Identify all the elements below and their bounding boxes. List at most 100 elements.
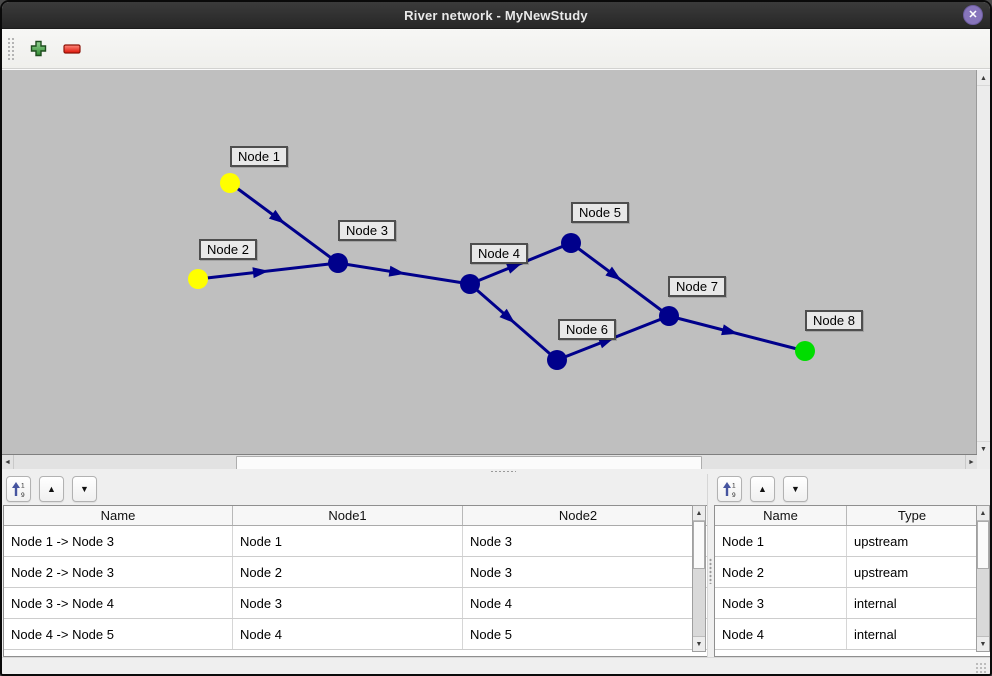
reaches-table-scrollbar[interactable]: ▲ ▼ xyxy=(692,505,706,652)
node-label[interactable]: Node 1 xyxy=(230,146,288,167)
column-header[interactable]: Name xyxy=(4,506,233,525)
plus-icon xyxy=(30,40,46,57)
scroll-left-icon[interactable]: ◄ xyxy=(2,455,14,469)
svg-text:1: 1 xyxy=(21,482,25,489)
node-label[interactable]: Node 2 xyxy=(199,239,257,260)
table-row-partial xyxy=(4,650,707,656)
status-bar xyxy=(2,657,990,674)
scroll-up-icon[interactable]: ▲ xyxy=(977,506,989,521)
horizontal-scroll-thumb[interactable] xyxy=(236,456,702,470)
edge-arrow-icon xyxy=(388,265,406,277)
scroll-thumb[interactable] xyxy=(693,521,705,569)
river-node[interactable] xyxy=(547,350,567,370)
sort-ascending-icon: 1 9 xyxy=(723,481,736,498)
river-edge[interactable] xyxy=(337,261,471,286)
scroll-thumb[interactable] xyxy=(977,521,989,569)
sort-button[interactable]: 1 9 xyxy=(6,476,31,502)
sort-button[interactable]: 1 9 xyxy=(717,476,742,502)
table-cell: Node 4 xyxy=(470,595,512,611)
river-edge[interactable] xyxy=(197,261,339,281)
canvas-vertical-scrollbar[interactable]: ▲ ▼ xyxy=(976,70,990,456)
river-node[interactable] xyxy=(659,306,679,326)
column-header[interactable]: Node1 xyxy=(233,506,463,525)
add-node-button[interactable] xyxy=(24,35,52,63)
canvas-area: Node 1 Node 2 Node 3 Node 4 Node 5 Node 6 Node… xyxy=(2,69,990,470)
table-row[interactable]: Node 3 internal xyxy=(715,588,990,619)
table-cell: Node 3 xyxy=(233,588,463,618)
horizontal-splitter[interactable] xyxy=(2,469,990,474)
table-cell: Node 4 xyxy=(715,619,847,649)
scroll-right-icon[interactable]: ► xyxy=(965,455,977,469)
scroll-down-icon[interactable]: ▼ xyxy=(693,636,705,651)
table-cell: upstream xyxy=(854,533,909,549)
canvas-horizontal-scrollbar[interactable]: ◄ ► xyxy=(2,454,977,470)
table-cell: Node 1 xyxy=(233,526,463,556)
scroll-down-icon[interactable]: ▼ xyxy=(977,636,989,651)
river-node[interactable] xyxy=(795,341,815,361)
table-row[interactable]: Node 2 upstream xyxy=(715,557,990,588)
river-edge[interactable] xyxy=(570,241,670,318)
node-label[interactable]: Node 8 xyxy=(805,310,863,331)
river-node[interactable] xyxy=(460,274,480,294)
resize-grip-icon[interactable] xyxy=(975,662,987,673)
nodes-table-scrollbar[interactable]: ▲ ▼ xyxy=(976,505,990,652)
nodes-toolbar: 1 9 ▲ ▼ xyxy=(713,474,990,505)
table-cell: internal xyxy=(854,626,897,642)
table-cell: upstream xyxy=(854,564,909,580)
table-row[interactable]: Node 1 upstream xyxy=(715,526,990,557)
node-label[interactable]: Node 6 xyxy=(558,319,616,340)
vertical-splitter[interactable] xyxy=(707,474,713,657)
node-label[interactable]: Node 5 xyxy=(571,202,629,223)
move-up-button[interactable]: ▲ xyxy=(750,476,775,502)
river-edge[interactable] xyxy=(469,282,558,362)
sort-ascending-icon: 1 9 xyxy=(12,481,25,498)
table-cell: Node 3 xyxy=(715,588,847,618)
remove-node-button[interactable] xyxy=(58,35,86,63)
reaches-toolbar: 1 9 ▲ ▼ xyxy=(2,474,707,505)
table-row[interactable]: Node 4 internal xyxy=(715,619,990,650)
table-cell: Node 3 xyxy=(470,564,512,580)
table-cell: Node 5 xyxy=(470,626,512,642)
scroll-up-icon[interactable]: ▲ xyxy=(693,506,705,521)
column-header[interactable]: Node2 xyxy=(558,508,598,523)
river-node[interactable] xyxy=(188,269,208,289)
river-edge[interactable] xyxy=(668,314,806,353)
edge-arrow-icon xyxy=(505,262,523,274)
edge-arrow-icon xyxy=(268,209,286,224)
column-header[interactable]: Type xyxy=(897,508,927,523)
table-cell: internal xyxy=(854,595,897,611)
close-button[interactable]: ✕ xyxy=(963,5,983,25)
splitter-grip-icon xyxy=(709,558,712,584)
titlebar[interactable]: River network - MyNewStudy ✕ xyxy=(2,2,990,29)
table-cell: Node 4 -> Node 5 xyxy=(4,619,233,649)
move-up-button[interactable]: ▲ xyxy=(39,476,64,502)
node-label[interactable]: Node 7 xyxy=(668,276,726,297)
river-edge[interactable] xyxy=(229,181,339,265)
scroll-down-icon[interactable]: ▼ xyxy=(977,441,990,456)
node-label[interactable]: Node 4 xyxy=(470,243,528,264)
triangle-up-icon: ▲ xyxy=(47,484,56,494)
table-cell: Node 1 xyxy=(715,526,847,556)
column-header[interactable]: Name xyxy=(715,506,847,525)
scroll-up-icon[interactable]: ▲ xyxy=(977,71,990,86)
edge-arrow-icon xyxy=(499,308,516,324)
node-label[interactable]: Node 3 xyxy=(338,220,396,241)
move-down-button[interactable]: ▼ xyxy=(72,476,97,502)
river-node[interactable] xyxy=(561,233,581,253)
table-cell: Node 2 xyxy=(715,557,847,587)
river-node[interactable] xyxy=(220,173,240,193)
toolbar-drag-handle[interactable] xyxy=(7,36,14,61)
river-node[interactable] xyxy=(328,253,348,273)
move-down-button[interactable]: ▼ xyxy=(783,476,808,502)
svg-text:9: 9 xyxy=(732,492,736,498)
river-network-canvas[interactable]: Node 1 Node 2 Node 3 Node 4 Node 5 Node 6 Node… xyxy=(2,70,977,454)
